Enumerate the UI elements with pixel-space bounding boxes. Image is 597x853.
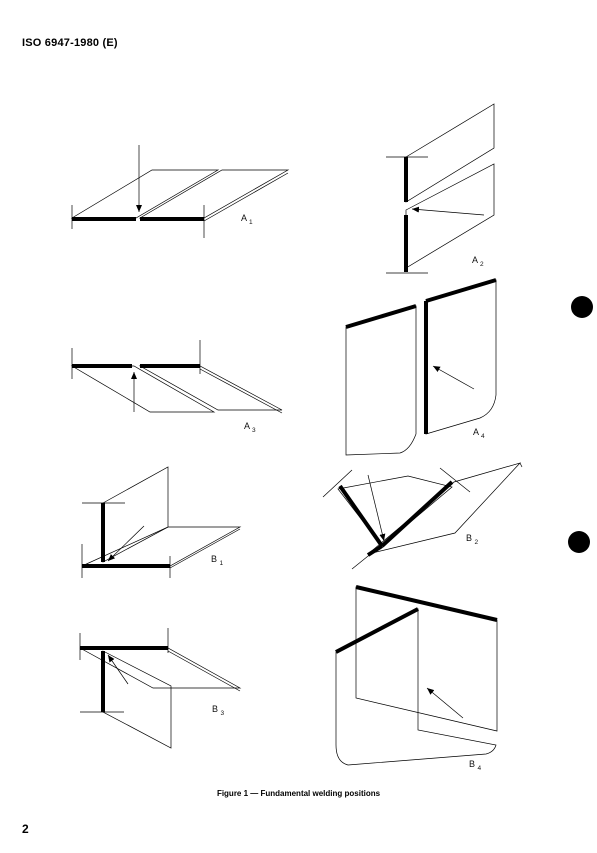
label-subscript: 4 [481, 433, 485, 440]
margin-marker-bottom [568, 531, 590, 553]
diagram-a1 [70, 145, 290, 238]
label-a4: A 4 [473, 427, 485, 440]
diagram-b2 [322, 462, 523, 570]
label-subscript: 1 [249, 219, 253, 226]
label-subscript: 2 [475, 539, 479, 546]
label-a2: A 2 [472, 255, 484, 268]
label-b1: B 1 [211, 554, 224, 567]
diagram-a2 [386, 103, 495, 274]
diagram-a4 [345, 278, 497, 456]
label-b3: B 3 [212, 704, 225, 717]
label-a1: A 1 [241, 213, 253, 226]
diagram-b3 [79, 628, 242, 749]
label-subscript: 1 [220, 560, 224, 567]
page-number: 2 [22, 822, 29, 836]
diagram-b4 [335, 585, 498, 766]
label-a3: A 3 [244, 421, 256, 434]
label-subscript: 3 [252, 427, 256, 434]
label-subscript: 3 [221, 710, 225, 717]
margin-marker-top [571, 296, 593, 318]
label-b4: B 4 [469, 759, 482, 772]
figure-caption: Figure 1 — Fundamental welding positions [216, 789, 381, 798]
document-header: ISO 6947-1980 (E) [22, 37, 118, 49]
diagram-b1 [81, 466, 242, 578]
diagram-a3 [70, 340, 283, 414]
label-subscript: 2 [480, 261, 484, 268]
label-subscript: 4 [478, 765, 482, 772]
label-b2: B 2 [466, 533, 479, 546]
